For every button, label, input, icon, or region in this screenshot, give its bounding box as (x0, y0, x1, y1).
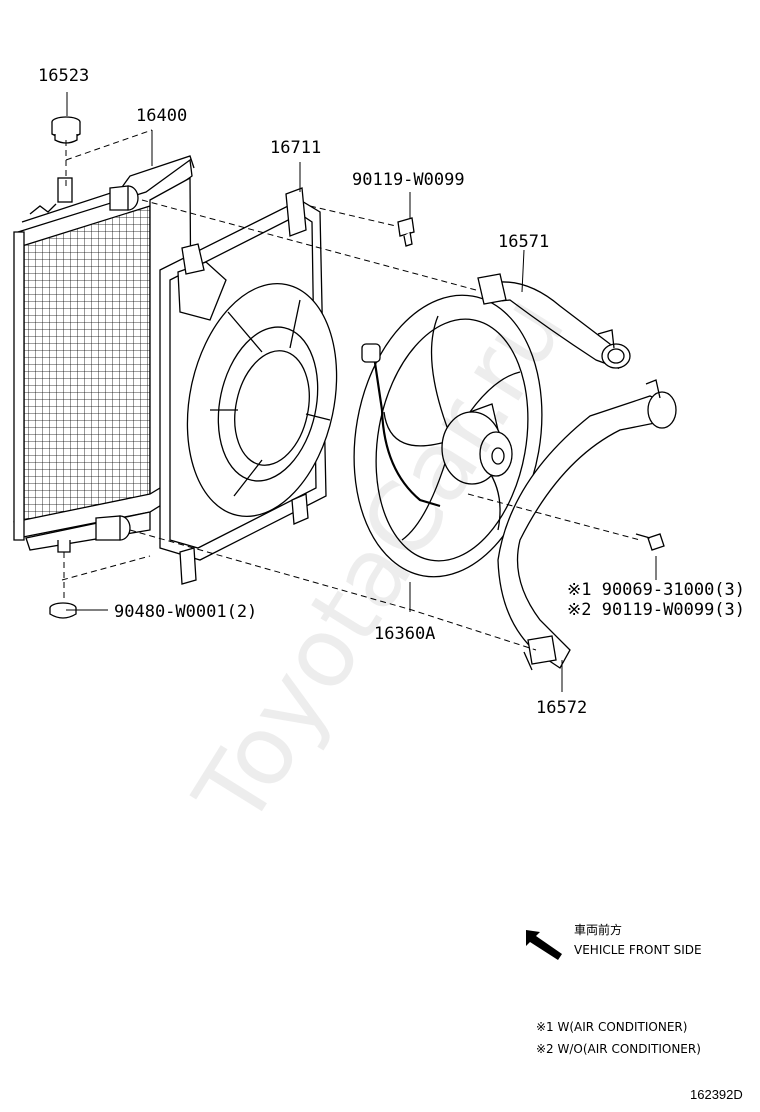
upper-hose (477, 273, 631, 370)
leader-lines (66, 92, 657, 692)
legend-note-2: ※2 W/O(AIR CONDITIONER) (536, 1042, 701, 1056)
lower-hose (497, 379, 677, 671)
label-90069-31000: ※1 90069-31000(3) (567, 580, 746, 600)
bolt-90119-top (397, 217, 415, 247)
vehicle-front-jp: 車両前方 (574, 923, 623, 937)
fan-motor-assembly (353, 294, 543, 578)
radiator-core (23, 199, 151, 537)
radiator-cap (51, 116, 81, 144)
diagram-code: 162392D (690, 1087, 743, 1102)
vehicle-front-arrow-icon (526, 930, 562, 960)
bolt-90069 (635, 533, 665, 551)
upper-outlet (109, 185, 139, 211)
label-16571: 16571 (498, 232, 550, 252)
label-16572: 16572 (536, 698, 588, 718)
label-90119-w0099-note2: ※2 90119-W0099(3) (567, 600, 746, 620)
vehicle-front-en: VEHICLE FRONT SIDE (574, 943, 702, 957)
label-16360a: 16360A (374, 624, 436, 644)
label-16711: 16711 (270, 138, 322, 158)
label-16523: 16523 (38, 66, 90, 86)
assembly-lines (61, 129, 641, 651)
label-16400: 16400 (136, 106, 188, 126)
lower-outlet (95, 515, 131, 541)
label-90119-w0099: 90119-W0099 (352, 170, 465, 190)
label-90480-w0001: 90480-W0001(2) (114, 602, 258, 622)
fan-shroud (159, 187, 338, 585)
legend-note-1: ※1 W(AIR CONDITIONER) (536, 1020, 688, 1034)
